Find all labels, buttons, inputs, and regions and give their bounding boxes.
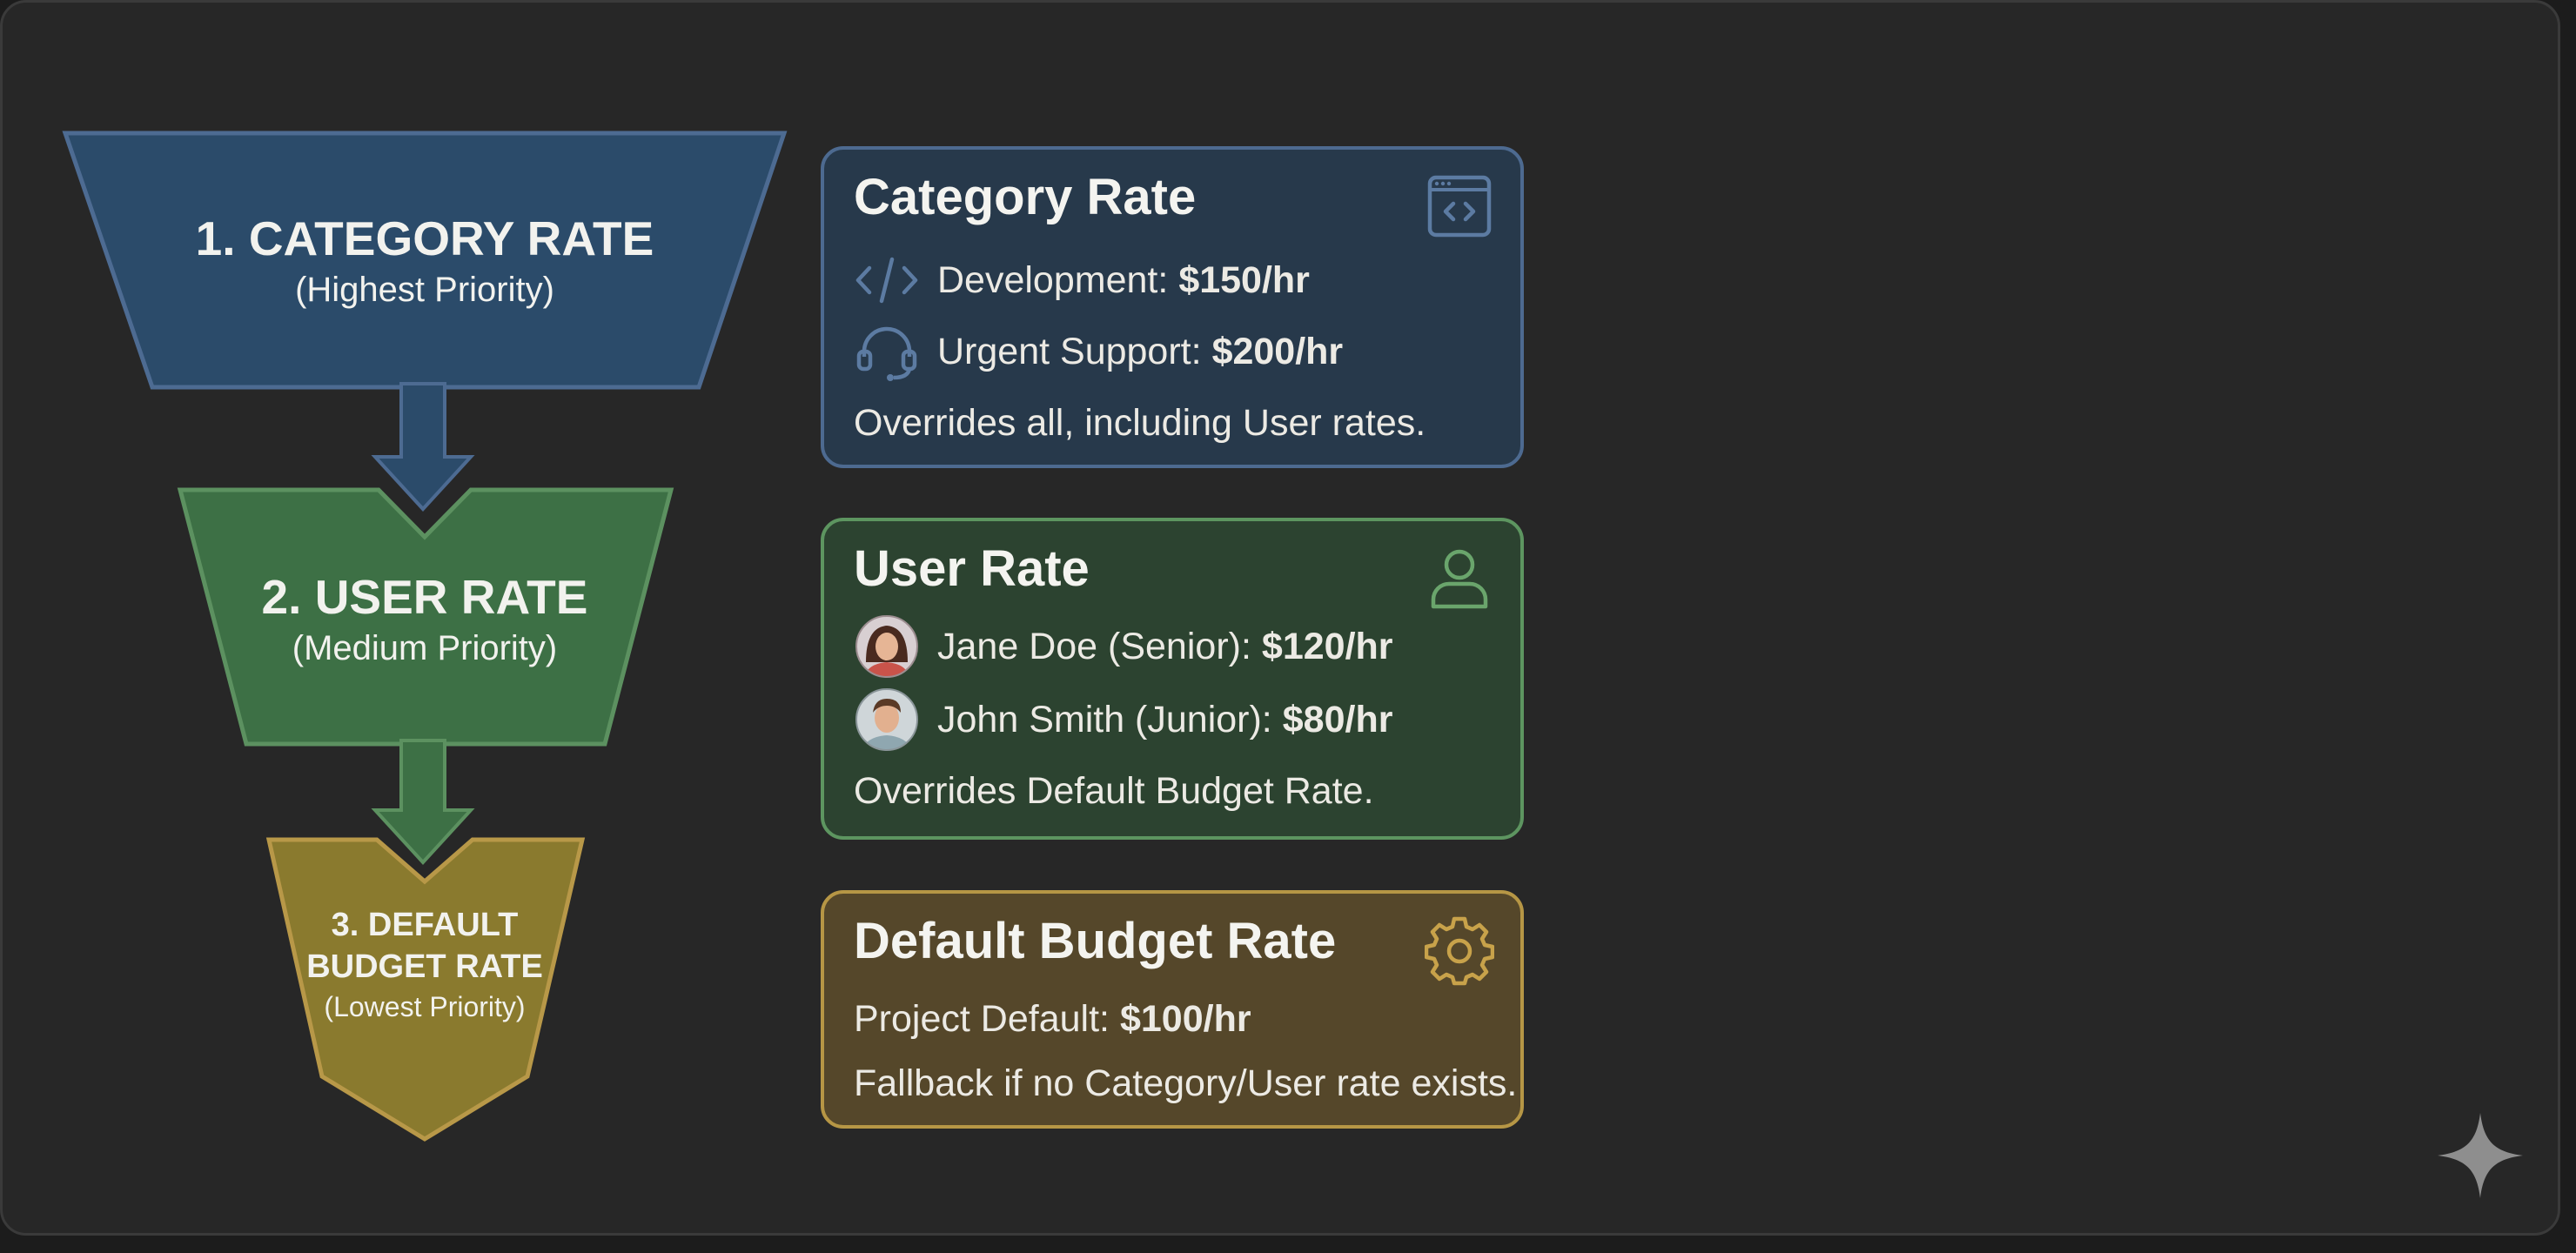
rate-row-john-smith: John Smith (Junior): $80/hr xyxy=(854,687,1392,753)
rate-label: Project Default: xyxy=(854,997,1110,1040)
card-note: Fallback if no Category/User rate exists… xyxy=(854,1062,1518,1104)
stage-label-default: 3. DEFAULT BUDGET RATE (Lowest Priority) xyxy=(281,904,568,1026)
card-title: Default Budget Rate xyxy=(854,913,1337,969)
rate-value: $80/hr xyxy=(1282,698,1393,740)
funnel-stage-category xyxy=(62,131,788,390)
gear-icon xyxy=(1425,916,1494,986)
code-icon xyxy=(855,257,918,304)
funnel-stage-default xyxy=(265,837,586,1142)
rate-value: $150/hr xyxy=(1178,258,1310,301)
stage-label-category: 1. CATEGORY RATE (Highest Priority) xyxy=(177,210,673,312)
rate-value: $100/hr xyxy=(1119,997,1251,1040)
headset-icon xyxy=(856,326,917,381)
card-title: Category Rate xyxy=(854,169,1197,225)
stage-title: 1. CATEGORY RATE xyxy=(195,211,654,265)
rate-row-development: Development: $150/hr xyxy=(854,247,1310,313)
avatar-john xyxy=(855,688,918,751)
rate-label: John Smith (Junior): xyxy=(937,698,1272,740)
user-icon xyxy=(1431,549,1488,609)
card-title: User Rate xyxy=(854,540,1090,597)
stage-title-line-1: 3. DEFAULT xyxy=(331,907,519,943)
avatar-jane xyxy=(855,615,918,678)
stage-subtitle: (Lowest Priority) xyxy=(324,991,526,1022)
priority-funnel xyxy=(62,131,788,1142)
card-note: Overrides all, including User rates. xyxy=(854,402,1426,444)
stage-subtitle: (Highest Priority) xyxy=(295,271,554,309)
category-rate-card: Category Rate Development: $150/hr xyxy=(821,146,1524,468)
funnel-stage-user xyxy=(177,487,674,747)
rate-value: $120/hr xyxy=(1261,625,1393,667)
stage-label-user: 2. USER RATE (Medium Priority) xyxy=(220,568,629,671)
card-note: Overrides Default Budget Rate. xyxy=(854,770,1374,812)
browser-code-icon xyxy=(1427,175,1492,238)
rate-row-urgent-support: Urgent Support: $200/hr xyxy=(854,318,1343,385)
stage-title-line-2: BUDGET RATE xyxy=(306,948,543,985)
stage-subtitle: (Medium Priority) xyxy=(292,629,558,667)
funnel-arrow-2 xyxy=(371,739,475,865)
funnel-arrow-1 xyxy=(371,382,475,512)
rate-row-jane-doe: Jane Doe (Senior): $120/hr xyxy=(854,613,1393,680)
rate-label: Urgent Support: xyxy=(937,330,1202,372)
sparkle-icon xyxy=(2438,1113,2523,1198)
default-budget-rate-card: Default Budget Rate Project Default: $10… xyxy=(821,890,1524,1129)
rate-row-project-default: Project Default: $100/hr xyxy=(854,986,1251,1052)
rate-value: $200/hr xyxy=(1211,330,1344,372)
rate-label: Jane Doe (Senior): xyxy=(937,625,1251,667)
rate-label: Development: xyxy=(937,258,1169,301)
user-rate-card: User Rate Jane Doe (Senior): $120/hr xyxy=(821,518,1524,840)
stage-title: 2. USER RATE xyxy=(261,570,588,624)
